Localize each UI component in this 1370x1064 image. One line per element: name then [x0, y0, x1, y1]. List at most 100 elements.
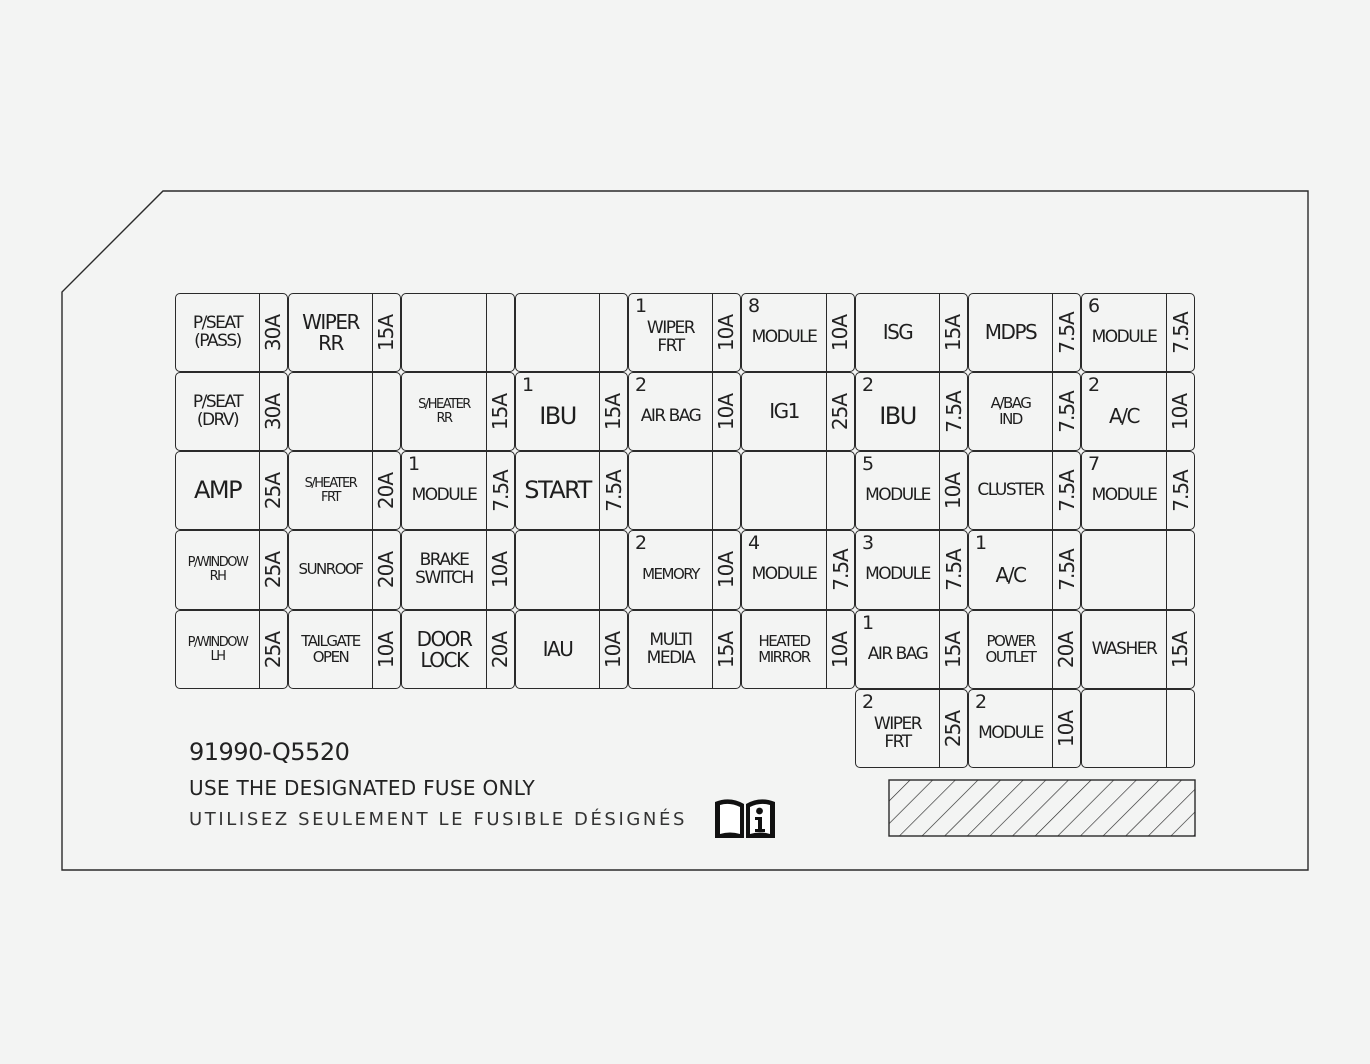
- fuse-label: ISG: [856, 294, 939, 371]
- fuse-label-line: AIR BAG: [867, 643, 929, 664]
- fuse-amperage: 7.5A: [828, 549, 853, 591]
- fuse-rating-slot: [600, 294, 627, 371]
- fuse-rating-slot: 25A: [260, 531, 287, 609]
- fuse-divider: [1166, 611, 1167, 688]
- fuse-index-number: 8: [748, 295, 761, 317]
- fuse-label-line: WIPER: [873, 713, 923, 734]
- fuse-label-line: RR: [436, 410, 453, 426]
- fuse-label-line: POWER: [986, 631, 1036, 650]
- fuse-divider: [826, 452, 827, 529]
- fuse-divider: [372, 294, 373, 371]
- fuse-label: [1082, 531, 1166, 609]
- fuse-label: P/SEAT(DRV): [176, 373, 259, 450]
- fuse-rating-slot: 7.5A: [1053, 452, 1080, 529]
- fuse-divider: [1052, 452, 1053, 529]
- fuse-slot-empty: [515, 293, 628, 372]
- fuse-rating-slot: 10A: [373, 611, 400, 688]
- fuse-amperage: 7.5A: [1054, 390, 1079, 433]
- fuse-divider: [712, 452, 713, 529]
- fuse-slot-empty: [401, 293, 515, 372]
- fuse-amperage: 20A: [374, 551, 399, 589]
- fuse-label-line: WIPER: [646, 317, 696, 338]
- fuse-index-number: 1: [408, 453, 421, 475]
- fuse-label: IAU: [516, 611, 599, 688]
- fuse-slot-empty: [515, 530, 628, 610]
- fuse-divider: [486, 452, 487, 529]
- fuse-label-line: TAILGATE: [301, 631, 361, 650]
- fuse-amperage: 7.5A: [1054, 311, 1079, 354]
- fuse-divider: [712, 294, 713, 371]
- fuse-divider: [259, 531, 260, 609]
- fuse-label-line: RH: [209, 569, 227, 584]
- fuse-label-line: OPEN: [312, 647, 350, 666]
- fuse-label: MODULE: [402, 452, 486, 529]
- fuse-amperage: 15A: [374, 314, 399, 351]
- fuse-divider: [372, 611, 373, 688]
- fuse-divider: [1166, 373, 1167, 450]
- fuse-label: MODULE: [1082, 294, 1166, 371]
- fuse-rating-slot: 20A: [373, 531, 400, 609]
- fuse-label-line: IBU: [539, 401, 577, 430]
- fuse-rating-slot: 15A: [940, 611, 967, 688]
- fuse-divider: [486, 373, 487, 450]
- fuse-label-line: P/SEAT: [192, 391, 244, 412]
- fuse-rating-slot: 25A: [940, 690, 967, 767]
- fuse-label-line: P/WINDOW: [187, 555, 249, 571]
- fuse-amperage: 10A: [488, 551, 513, 589]
- fuse-rating-slot: 7.5A: [487, 452, 514, 529]
- fuse-divider: [939, 611, 940, 688]
- fuse-label-line: MULTI: [649, 629, 693, 650]
- fuse-label: P/SEAT(PASS): [176, 294, 259, 371]
- fuse-label: MEMORY: [629, 531, 712, 609]
- fuse-rating-slot: 20A: [487, 611, 514, 688]
- fuse-index-number: 4: [748, 532, 761, 554]
- fuse-index-number: 2: [635, 532, 648, 554]
- fuse-label: A/C: [1082, 373, 1166, 450]
- fuse-rating-slot: 7.5A: [1053, 294, 1080, 371]
- blank-hatched-panel: [888, 779, 1196, 837]
- fuse-label: AIR BAG: [629, 373, 712, 450]
- fuse-rating-slot: 15A: [940, 294, 967, 371]
- fuse-rating-slot: 10A: [487, 531, 514, 609]
- fuse-rating-slot: [827, 452, 854, 529]
- fuse-label: IBU: [516, 373, 599, 450]
- fuse-divider: [599, 294, 600, 371]
- fuse-label-line: P/WINDOW: [187, 634, 249, 650]
- fuse-divider: [259, 294, 260, 371]
- fuse-divider: [1166, 452, 1167, 529]
- fuse-label-line: WASHER: [1091, 638, 1158, 659]
- fuse-divider: [599, 373, 600, 450]
- fuse-index-number: 1: [635, 295, 648, 317]
- fuse-index-number: 2: [862, 374, 875, 396]
- fuse-divider: [259, 373, 260, 450]
- fuse-rating-slot: 15A: [1167, 611, 1194, 688]
- fuse-divider: [599, 531, 600, 609]
- fuse-divider: [1052, 531, 1053, 609]
- fuse-amperage: 15A: [941, 631, 966, 668]
- fuse-rating-slot: 10A: [713, 531, 740, 609]
- fuse-label: MODULE: [856, 531, 939, 609]
- fuse-index-number: 2: [975, 691, 988, 713]
- fuse-label: MODULE: [742, 531, 826, 609]
- fuse-rating-slot: 10A: [940, 452, 967, 529]
- fuse-rating-slot: [373, 373, 400, 450]
